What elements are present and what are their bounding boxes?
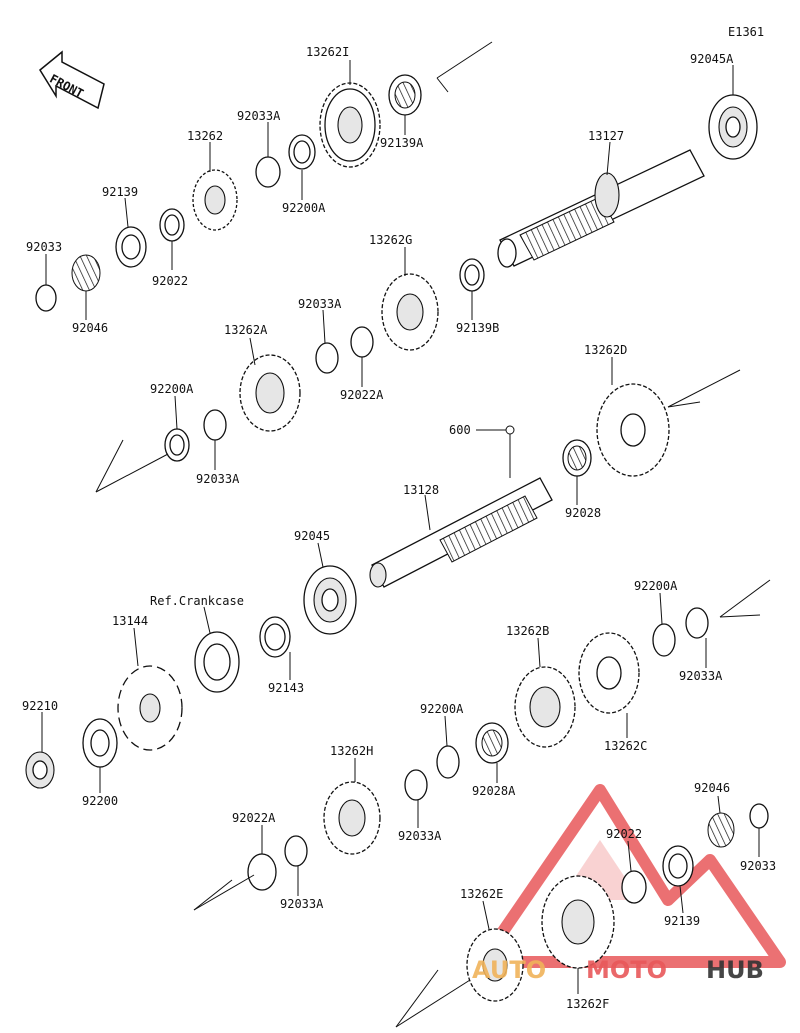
gear-13262A [239, 354, 301, 432]
collar-92139-low [662, 845, 694, 887]
label-92139B: 92139B [456, 321, 499, 335]
washer-92022-low [621, 870, 647, 904]
oil-seal [194, 631, 240, 693]
label-92200A-3: 92200A [634, 579, 678, 593]
label-92143: 92143 [268, 681, 304, 695]
label-92022A-2: 92022A [232, 811, 276, 825]
nut-92210 [25, 751, 55, 789]
label-13262A: 13262A [224, 323, 268, 337]
circlip-92033A-right [685, 607, 709, 639]
gear-13262G [381, 273, 439, 351]
label-92045: 92045 [294, 529, 330, 543]
label-13262D: 13262D [584, 343, 627, 357]
label-92200: 92200 [82, 794, 118, 808]
label-92200A-4: 92200A [420, 702, 464, 716]
label-13262: 13262 [187, 129, 223, 143]
label-92139-2: 92139 [664, 914, 700, 928]
circlip-92033A-top [255, 156, 281, 188]
circlip-92033A-mid [315, 342, 339, 374]
label-13262G: 13262G [369, 233, 412, 247]
gear-13262F [541, 875, 615, 969]
bearing-92139A [388, 74, 422, 116]
label-92028A: 92028A [472, 784, 516, 798]
label-92139: 92139 [102, 185, 138, 199]
gear-13262D [596, 383, 670, 477]
circlip-92033A-low2 [284, 835, 308, 867]
bearing-92028 [562, 439, 592, 477]
collar-92143 [259, 616, 291, 658]
part-labels: E1361 FRONT Ref.Crankcase 13262I 92045A … [22, 25, 776, 1011]
diagram-id: E1361 [728, 25, 764, 39]
label-13262C: 13262C [604, 739, 647, 753]
label-92028: 92028 [565, 506, 601, 520]
label-92046-1: 92046 [72, 321, 108, 335]
watermark-text: AUTO MOTO HUB [472, 956, 764, 984]
label-92139A: 92139A [380, 136, 424, 150]
bearing-92045A [708, 94, 758, 160]
label-13128: 13128 [403, 483, 439, 497]
label-92045A: 92045A [690, 52, 734, 66]
shaft-13128 [369, 477, 553, 588]
label-13262E: 13262E [460, 887, 503, 901]
watermark-part1: AUTO [472, 956, 546, 984]
circlip-92033-top [35, 284, 57, 312]
bearing-92028A [475, 722, 509, 764]
label-92210: 92210 [22, 699, 58, 713]
label-92022-1: 92022 [152, 274, 188, 288]
label-92022-2: 92022 [606, 827, 642, 841]
collar-92139B [459, 258, 485, 292]
label-92033-1: 92033 [26, 240, 62, 254]
gear-13262B [514, 666, 576, 748]
gear-13262H [323, 781, 381, 855]
label-92033A-5: 92033A [398, 829, 442, 843]
circlip-92033-low [749, 803, 769, 829]
label-92022A-1: 92022A [340, 388, 384, 402]
bearing-92046-low [707, 812, 735, 848]
label-92033A-6: 92033A [280, 897, 324, 911]
label-13262F: 13262F [566, 997, 609, 1011]
watermark-part3: HUB [706, 956, 764, 984]
gear-13262E [466, 928, 524, 1002]
label-92033-2: 92033 [740, 859, 776, 873]
washer-92022A-mid [350, 326, 374, 358]
washer-92200A-mid [164, 428, 190, 462]
label-92046-2: 92046 [694, 781, 730, 795]
shaft-13127 [497, 149, 705, 268]
gear-13262I [319, 82, 381, 168]
label-92033A-1: 92033A [237, 109, 281, 123]
washer-92200A-right [652, 623, 676, 657]
assembly-marker-icon [505, 425, 515, 435]
label-92033A-4: 92033A [679, 669, 723, 683]
collar-92139 [115, 226, 147, 268]
label-13127: 13127 [588, 129, 624, 143]
label-92200A-2: 92200A [150, 382, 194, 396]
label-92033A-3: 92033A [196, 472, 240, 486]
front-arrow-icon [39, 50, 105, 110]
label-92033A-2: 92033A [298, 297, 342, 311]
sprocket-13144 [117, 665, 183, 751]
washer-92200 [82, 718, 118, 768]
bearing-92045 [303, 565, 357, 635]
washer-92022-top [159, 208, 185, 242]
label-13262H: 13262H [330, 744, 373, 758]
label-92200A-1: 92200A [282, 201, 326, 215]
label-13144: 13144 [112, 614, 148, 628]
washer-92200A-low [436, 745, 460, 779]
label-600: 600 [449, 423, 471, 437]
leader-lines [41, 41, 771, 1028]
gear-13262C [578, 632, 640, 714]
label-13262I: 13262I [306, 45, 349, 59]
washer-92200A-top [288, 134, 316, 170]
washer-92022A-low [247, 853, 277, 891]
watermark-part2: MOTO [586, 956, 667, 984]
circlip-92033A-low [404, 769, 428, 801]
ref-crankcase-note: Ref.Crankcase [150, 594, 244, 608]
label-13262B: 13262B [506, 624, 549, 638]
circlip-92033A-mid2 [203, 409, 227, 441]
bearing-92046-top [71, 254, 101, 292]
gear-13262 [192, 169, 238, 231]
